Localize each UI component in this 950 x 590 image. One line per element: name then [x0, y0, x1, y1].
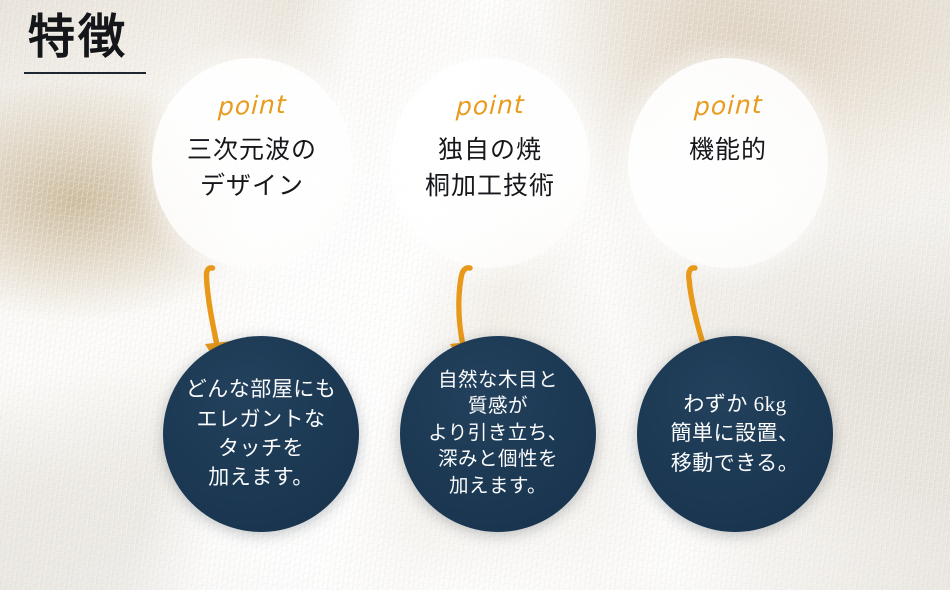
detail-text-2: 自然な木目と 質感が より引き立ち、 深みと個性を 加えます。 — [428, 369, 568, 497]
point-title-1: 三次元波の デザイン — [186, 137, 317, 200]
point-title-3: 機能的 — [688, 137, 767, 164]
point-title-2: 独自の焼 桐加工技術 — [424, 137, 555, 200]
section-heading: 特徴 — [24, 12, 254, 74]
point-label-3: point — [693, 89, 763, 122]
detail-circle-3: わずか 6kg 簡単に設置、 移動できる。 — [637, 336, 833, 532]
point-label-1: point — [217, 89, 287, 122]
point-circle-2: point 独自の焼 桐加工技術 — [390, 58, 590, 268]
point-circle-3: point 機能的 — [628, 58, 828, 268]
point-circle-1: point 三次元波の デザイン — [152, 58, 352, 268]
detail-text-3: わずか 6kg 簡単に設置、 移動できる。 — [670, 391, 800, 475]
heading-underline — [24, 72, 146, 74]
detail-circle-2: 自然な木目と 質感が より引き立ち、 深みと個性を 加えます。 — [400, 336, 596, 532]
point-label-2: point — [455, 89, 525, 122]
detail-circle-1: どんな部屋にも エレガントな タッチを 加えます。 — [163, 336, 359, 532]
detail-text-1: どんな部屋にも エレガントな タッチを 加えます。 — [185, 377, 337, 490]
page-title: 特徴 — [28, 12, 128, 64]
